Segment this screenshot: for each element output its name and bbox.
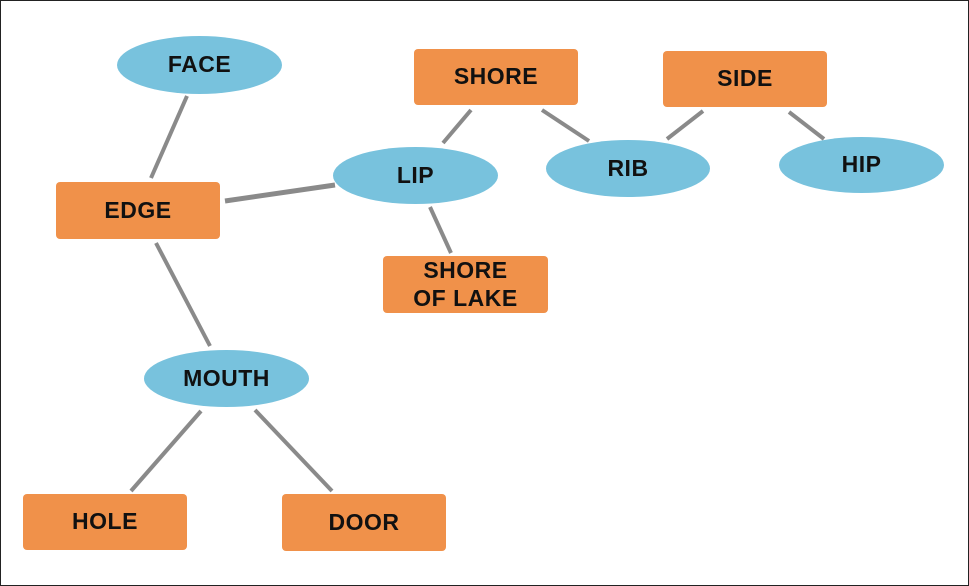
connector-mouth-hole [129, 409, 203, 493]
node-rib: RIB [546, 140, 710, 197]
connector-shore-rib [540, 108, 591, 143]
node-shore: SHORE [414, 49, 578, 105]
connector-rib-side [665, 109, 705, 141]
node-lip: LIP [333, 147, 498, 204]
connector-edge-lip [224, 182, 336, 204]
node-side: SIDE [663, 51, 827, 107]
node-door: DOOR [282, 494, 446, 551]
connector-side-hip [787, 110, 826, 141]
connector-face-edge [149, 95, 189, 179]
node-hole: HOLE [23, 494, 187, 550]
node-face: FACE [117, 36, 282, 94]
connector-lip-shore-of-lake [428, 206, 453, 254]
node-hip: HIP [779, 137, 944, 193]
node-mouth: MOUTH [144, 350, 309, 407]
node-edge: EDGE [56, 182, 220, 239]
connector-edge-mouth [154, 242, 212, 347]
connector-mouth-door [253, 408, 334, 493]
node-shore-of-lake: SHORE OF LAKE [383, 256, 548, 313]
connector-lip-shore [441, 108, 473, 145]
